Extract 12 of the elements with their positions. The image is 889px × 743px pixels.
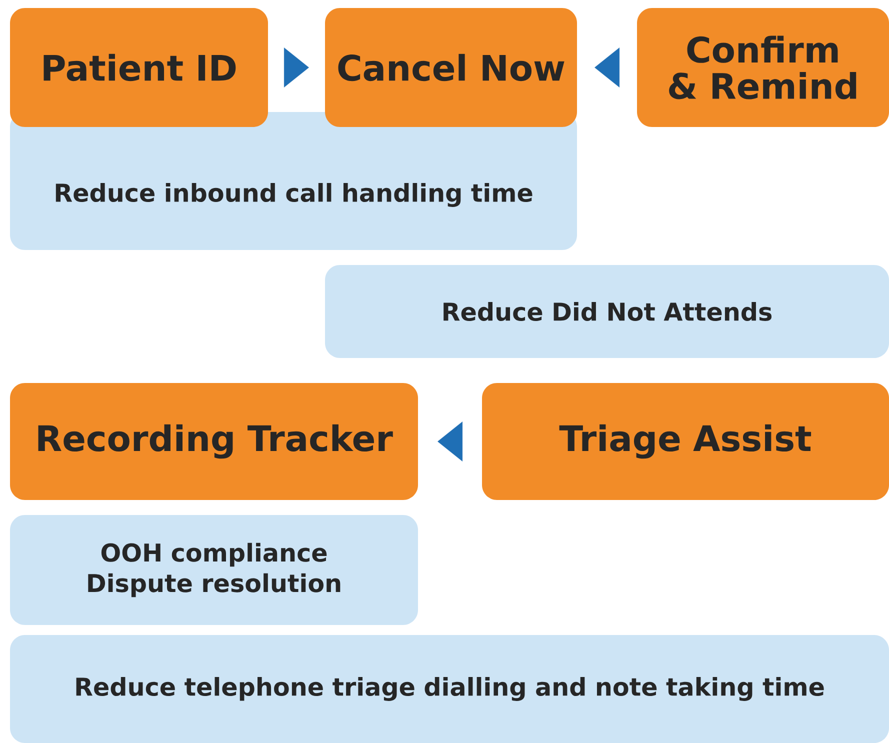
arrow (594, 48, 620, 88)
benefit-band: Reduce inbound call handling time (10, 112, 577, 250)
step-box: Triage Assist (482, 383, 889, 500)
arrow (284, 48, 309, 88)
arrow (438, 422, 463, 462)
benefit-band: OOH compliance Dispute resolution (10, 515, 418, 625)
benefit-band: Reduce telephone triage dialling and note taking time (10, 635, 889, 743)
step-box: Recording Tracker (10, 383, 418, 500)
step-box: Confirm & Remind (637, 8, 889, 127)
step-box: Cancel Now (325, 8, 577, 127)
benefit-band: Reduce Did Not Attends (325, 265, 889, 358)
step-box: Patient ID (10, 8, 268, 127)
